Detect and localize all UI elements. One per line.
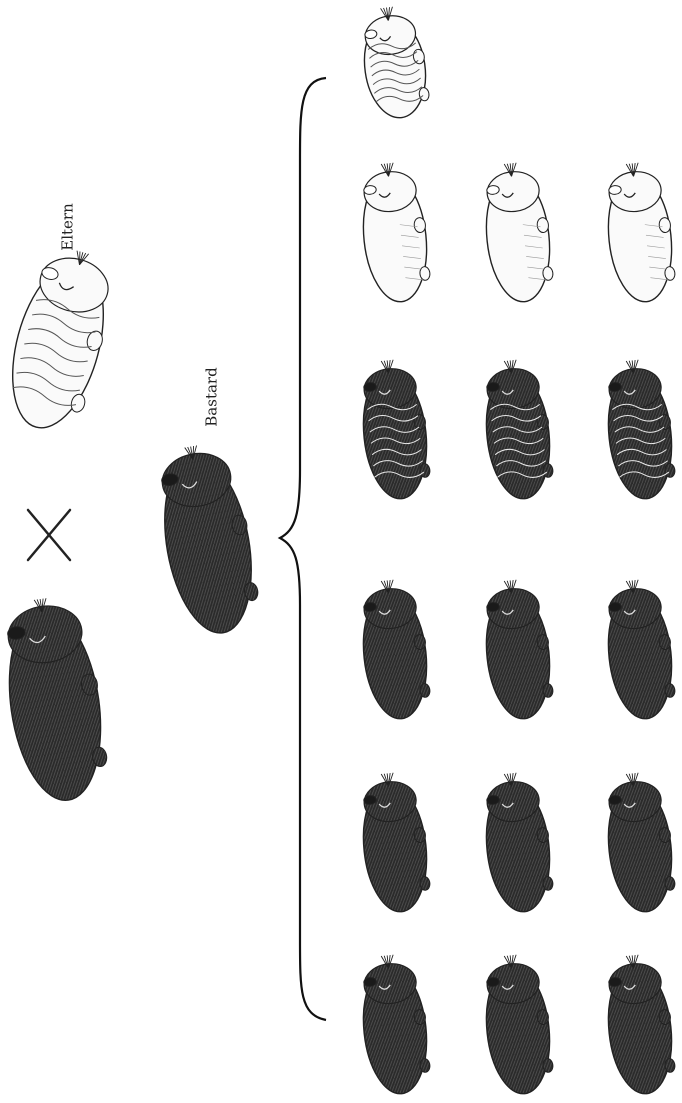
offspring-guinea-pig	[356, 160, 433, 305]
curly-brace-icon	[280, 78, 326, 1020]
offspring-guinea-pig	[479, 952, 556, 1097]
offspring-guinea-pig	[356, 952, 433, 1097]
offspring-guinea-pig	[601, 770, 678, 915]
offspring-guinea-pig	[479, 577, 556, 722]
offspring-guinea-pig	[356, 357, 433, 502]
offspring-guinea-pig	[356, 577, 433, 722]
hybrid-label: Bastard	[203, 367, 221, 426]
cross-symbol-icon	[28, 510, 70, 560]
offspring-guinea-pig	[357, 3, 432, 121]
offspring-guinea-pig	[601, 357, 678, 502]
offspring-guinea-pig	[601, 160, 678, 305]
offspring-guinea-pig	[601, 577, 678, 722]
parents-label: Eltern	[59, 203, 77, 250]
offspring-guinea-pig	[479, 160, 556, 305]
offspring-guinea-pig	[356, 770, 433, 915]
parent-dark-guinea-pig	[0, 593, 113, 806]
offspring-guinea-pig	[601, 952, 678, 1097]
offspring-guinea-pig	[479, 770, 556, 915]
hybrid-guinea-pig	[150, 439, 264, 640]
parent-light-guinea-pig	[0, 242, 123, 438]
offspring-guinea-pig	[479, 357, 556, 502]
